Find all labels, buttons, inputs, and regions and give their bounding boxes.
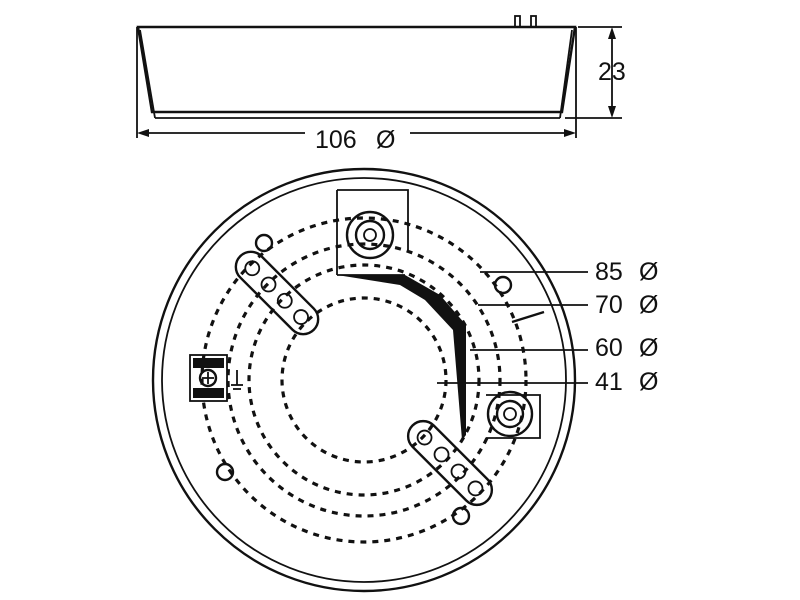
ring-70-symbol: Ø: [639, 291, 658, 319]
ring-41-symbol: Ø: [639, 368, 658, 396]
mounting-hole: [493, 275, 513, 295]
side-body-outline: [136, 25, 577, 114]
ring-85-dashed: [200, 216, 528, 544]
ring-60-symbol: Ø: [639, 334, 658, 362]
mounting-hole: [451, 506, 471, 526]
width-arrow-right: [564, 129, 576, 137]
side-terminal-pin: [514, 15, 521, 28]
outer-rim-inner: [161, 177, 567, 583]
mounting-hole: [254, 233, 274, 253]
height-arrow-bottom: [608, 106, 616, 118]
height-label: 23: [598, 58, 626, 86]
width-label: 106: [315, 126, 357, 154]
ring-60-dashed: [247, 263, 481, 497]
side-inner-edge-right: [559, 29, 573, 119]
slot-mark: [511, 310, 545, 324]
ring-41-dashed: [280, 296, 448, 464]
terminal-block-top: [336, 189, 409, 276]
ring-85-symbol: Ø: [639, 258, 658, 286]
contact-strip-right: [406, 419, 494, 507]
top-view: 85 Ø 70 Ø 60 Ø 41 Ø: [151, 167, 658, 593]
ring-60-label: 60: [595, 334, 623, 362]
earth-icon: [231, 370, 243, 390]
side-view: 106 Ø 23: [136, 15, 626, 154]
ring-41-label: 41: [595, 368, 623, 396]
height-arrow-top: [608, 27, 616, 39]
side-terminal-pin: [530, 15, 537, 28]
ring-85-label: 85: [595, 258, 623, 286]
width-diameter-symbol: Ø: [376, 126, 395, 154]
mounting-hole: [215, 462, 235, 482]
terminal-block-bottom: [486, 390, 541, 439]
contact-strip-left: [234, 250, 320, 336]
side-inner-edge-left: [139, 29, 156, 119]
ring-70-label: 70: [595, 291, 623, 319]
earth-terminal: [189, 354, 228, 402]
width-arrow-left: [137, 129, 149, 137]
ring-70-dashed: [226, 242, 502, 518]
outer-rim: [151, 167, 577, 593]
